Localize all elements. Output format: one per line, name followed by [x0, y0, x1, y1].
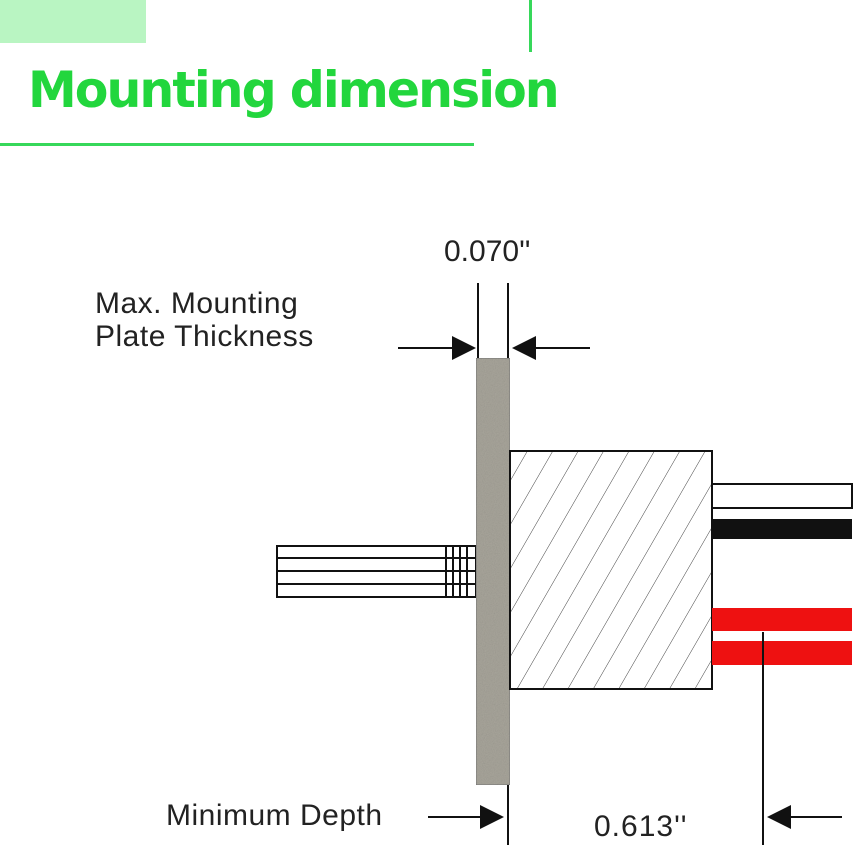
depth-value: 0.613'' — [594, 810, 688, 843]
wire-red-top — [712, 608, 852, 631]
depth-arrow-right — [767, 805, 842, 829]
mounting-plate — [475, 357, 511, 786]
plate-thickness-label: 0.070'' — [444, 235, 531, 268]
header-corner-tab — [0, 0, 146, 43]
wire-red-bottom — [712, 641, 852, 665]
wire-white — [711, 483, 853, 509]
plate-arrow-right — [512, 336, 590, 360]
page-title: Mounting dimension — [28, 61, 560, 119]
header-vertical-rule — [529, 0, 532, 52]
plate-caption-line1: Max. Mounting — [95, 287, 298, 320]
depth-caption: Minimum Depth — [166, 799, 383, 832]
switch-body — [509, 450, 713, 690]
plate-arrow-left — [398, 336, 476, 360]
header-horizontal-rule — [0, 143, 474, 146]
depth-arrow-left — [428, 805, 504, 829]
shaft — [276, 545, 477, 598]
wire-black — [712, 519, 852, 539]
plate-caption-line2: Plate Thickness — [95, 320, 314, 353]
